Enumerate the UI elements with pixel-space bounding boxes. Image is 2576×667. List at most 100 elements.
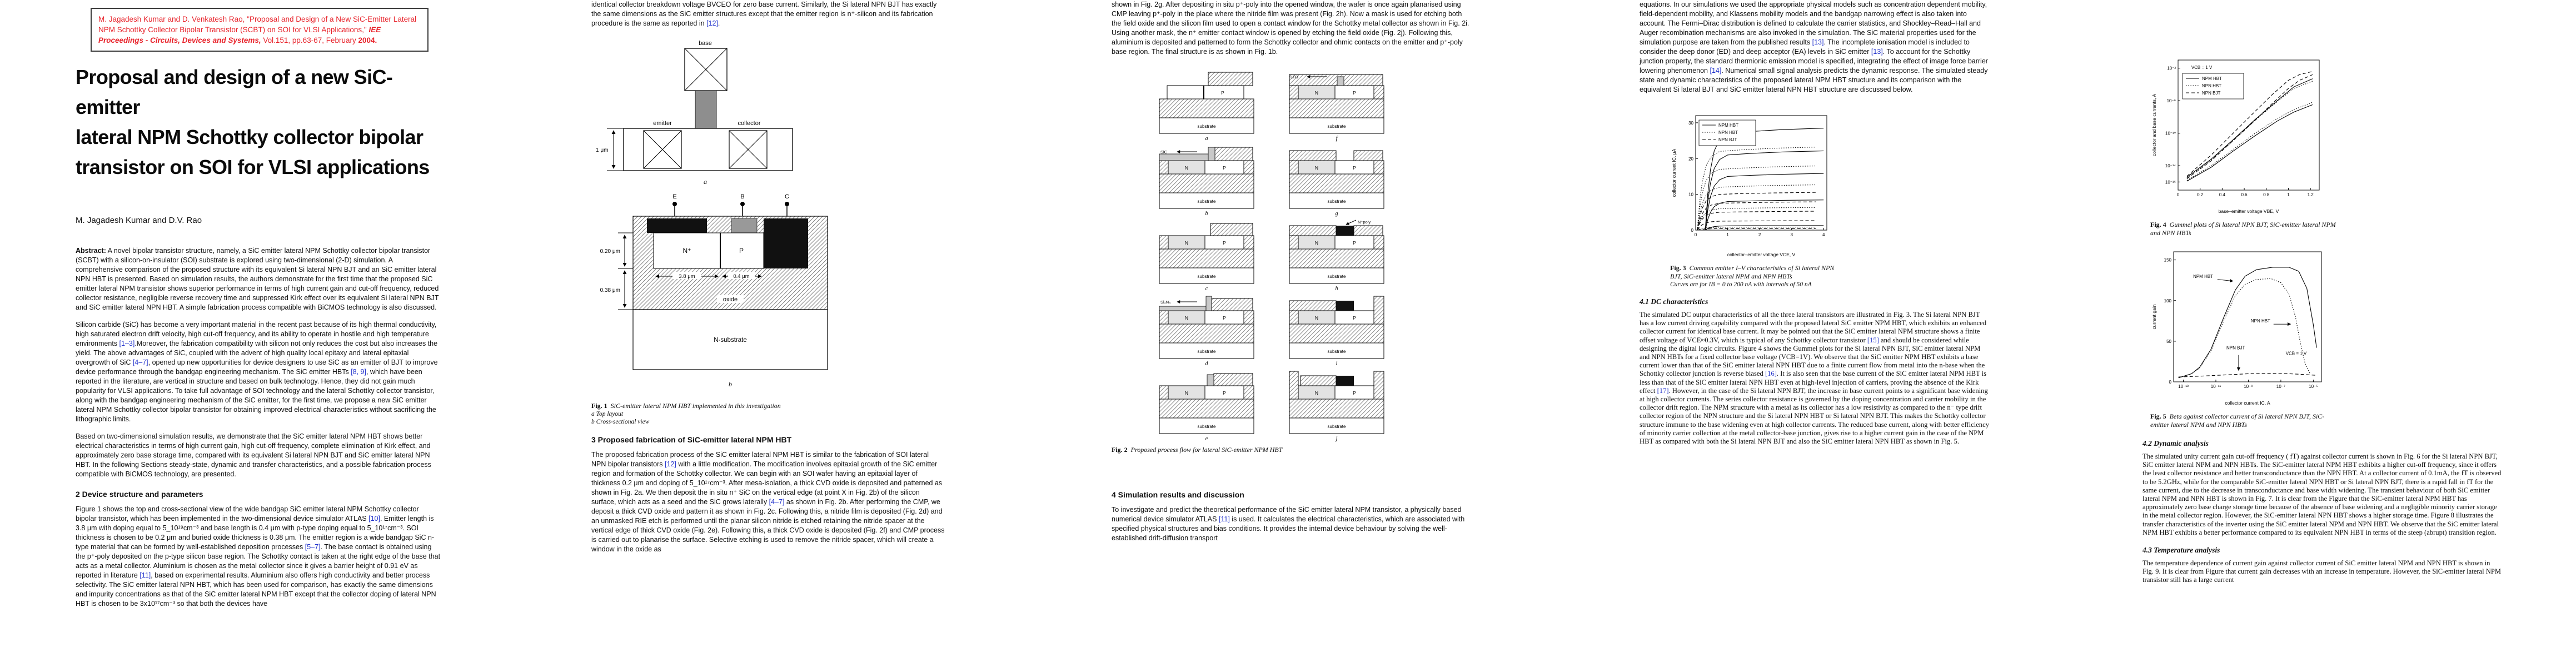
svg-text:VCB = 1 V: VCB = 1 V bbox=[2286, 351, 2307, 356]
paper-title: Proposal and design of a new SiC-emitter… bbox=[76, 62, 441, 182]
svg-text:N: N bbox=[1185, 240, 1188, 246]
svg-text:NPM HBT: NPM HBT bbox=[2193, 274, 2213, 279]
fig1b-metal-collector bbox=[764, 218, 808, 268]
fig1b-label-substrate: N-substrate bbox=[714, 337, 746, 344]
svg-text:j: j bbox=[1335, 436, 1338, 442]
svg-text:1: 1 bbox=[1726, 232, 1729, 237]
column-fig1: identical collector breakdown voltage BV… bbox=[591, 0, 945, 562]
svg-text:10: 10 bbox=[1688, 192, 1693, 197]
title-line: transistor on SOI for VLSI applications bbox=[76, 156, 430, 178]
fig1a-label-emitter: emitter bbox=[653, 120, 672, 127]
svg-text:N: N bbox=[1315, 165, 1318, 171]
svg-text:c: c bbox=[1205, 286, 1208, 292]
svg-text:30: 30 bbox=[1688, 121, 1693, 126]
svg-text:N: N bbox=[1315, 315, 1318, 321]
svg-text:collector current IC, A: collector current IC, A bbox=[2225, 400, 2270, 406]
svg-text:1: 1 bbox=[2287, 192, 2290, 197]
figure-5-caption-text: Beta against collector current of Si lat… bbox=[2150, 412, 2325, 429]
svg-text:P: P bbox=[1353, 165, 1356, 171]
svg-text:4: 4 bbox=[1822, 232, 1825, 237]
section-41-heading: 4.1 DC characteristics bbox=[1640, 297, 1708, 306]
svg-text:current gain: current gain bbox=[2151, 304, 2157, 329]
section-2-heading: 2 Device structure and parameters bbox=[76, 490, 203, 499]
section-41-paragraph: The simulated DC output characteristics … bbox=[1640, 311, 1989, 446]
svg-text:P: P bbox=[1223, 240, 1226, 246]
svg-text:P: P bbox=[1353, 240, 1356, 246]
svg-text:P: P bbox=[1353, 90, 1356, 96]
svg-text:collector current IC, μA: collector current IC, μA bbox=[1671, 148, 1677, 197]
svg-text:NPN BJT: NPN BJT bbox=[1718, 137, 1737, 142]
svg-text:N: N bbox=[1185, 390, 1188, 396]
svg-text:substrate: substrate bbox=[1328, 349, 1346, 354]
svg-text:SiC: SiC bbox=[1160, 150, 1168, 155]
figure-1-caption-text: SiC-emitter lateral NPM HBT implemented … bbox=[610, 402, 781, 410]
fig1b-emitter-contact bbox=[647, 218, 707, 233]
svg-text:1.2: 1.2 bbox=[2308, 192, 2314, 197]
svg-text:N: N bbox=[1315, 90, 1318, 96]
svg-text:0.6: 0.6 bbox=[2241, 192, 2248, 197]
citation-segment: M. Jagadesh Kumar and D. Venkatesh Rao, … bbox=[98, 15, 417, 34]
column-title-abstract: Proposal and design of a new SiC-emitter… bbox=[76, 0, 441, 616]
svg-text:100: 100 bbox=[2164, 298, 2172, 303]
fig1b-pin-B: B bbox=[740, 193, 744, 200]
authors: M. Jagadesh Kumar and D.V. Rao bbox=[76, 216, 202, 225]
figure-5-number: Fig. 5 bbox=[2150, 412, 2166, 420]
section-43-paragraph: The temperature dependence of current ga… bbox=[2142, 559, 2502, 584]
fig1a-dim-1um: 1 μm bbox=[596, 147, 608, 153]
column-fig2: shown in Fig. 2g. After depositing in si… bbox=[1112, 0, 1469, 551]
section-42-paragraph: The simulated unity current gain cut-off… bbox=[2142, 452, 2502, 536]
svg-text:substrate: substrate bbox=[1328, 274, 1346, 279]
fig1a-panel-letter: a bbox=[704, 178, 707, 186]
svg-text:LTO: LTO bbox=[1291, 74, 1298, 79]
svg-text:b: b bbox=[1205, 211, 1208, 217]
fig1a-top-layout-diagram: base emitter collector 1 μm a bbox=[596, 40, 793, 186]
svg-text:N: N bbox=[1185, 315, 1188, 321]
svg-text:P: P bbox=[1353, 390, 1356, 396]
intro-paragraph-1: Silicon carbide (SiC) has become a very … bbox=[76, 321, 438, 423]
svg-text:NPN HBT: NPN HBT bbox=[2251, 318, 2270, 323]
figure-3-caption-sub: Curves are for IB = 0 to 200 nA with int… bbox=[1670, 281, 1812, 288]
section-3-continued: shown in Fig. 2g. After depositing in si… bbox=[1112, 1, 1469, 56]
svg-text:N: N bbox=[1185, 165, 1188, 171]
figure-1-number: Fig. 1 bbox=[591, 402, 607, 410]
citation-segment: IEE Proceedings - Circuits, Devices and … bbox=[98, 26, 381, 44]
title-line: lateral NPM Schottky collector bipolar bbox=[76, 126, 423, 148]
svg-text:h: h bbox=[1336, 286, 1338, 292]
figure-4-caption-text: Gummel plots of Si lateral NPN BJT, SiC-… bbox=[2150, 221, 2336, 237]
abstract: Abstract: A novel bipolar transistor str… bbox=[76, 246, 441, 312]
svg-text:50: 50 bbox=[2166, 339, 2171, 344]
svg-text:collector and base currents, A: collector and base currents, A bbox=[2151, 94, 2157, 156]
citation-segment: 2004. bbox=[358, 36, 377, 44]
svg-text:Si₃N₄: Si₃N₄ bbox=[1160, 300, 1170, 305]
svg-text:N⁺poly: N⁺poly bbox=[1358, 220, 1371, 225]
svg-text:NPM HBT: NPM HBT bbox=[2202, 76, 2222, 81]
fig1b-label-nplus: N⁺ bbox=[683, 247, 691, 255]
fig1b-label-p: P bbox=[739, 247, 744, 255]
figure-1-caption-b: b Cross-sectional view bbox=[591, 419, 650, 425]
svg-text:NPN BJT: NPN BJT bbox=[2226, 346, 2245, 351]
svg-text:NPN HBT: NPN HBT bbox=[2202, 83, 2221, 88]
svg-text:N: N bbox=[1315, 240, 1318, 246]
fig2-panel-c: substrate N Pc bbox=[1159, 223, 1254, 292]
svg-text:10⁻¹⁶: 10⁻¹⁶ bbox=[2165, 180, 2176, 185]
fig1a-label-collector: collector bbox=[738, 120, 761, 127]
svg-text:P: P bbox=[1223, 165, 1226, 171]
section-4-heading: 4 Simulation results and discussion bbox=[1112, 490, 1244, 499]
fig1b-dim-04: 0.4 μm bbox=[733, 273, 749, 280]
svg-text:substrate: substrate bbox=[1198, 274, 1216, 279]
svg-text:base–emitter voltage VBE, V: base–emitter voltage VBE, V bbox=[2219, 208, 2279, 214]
svg-text:10⁻¹⁰: 10⁻¹⁰ bbox=[2165, 131, 2176, 136]
svg-text:10⁻⁷: 10⁻⁷ bbox=[2276, 384, 2285, 389]
figure-1-caption-a: a Top layout bbox=[591, 411, 624, 417]
svg-text:0: 0 bbox=[2177, 192, 2180, 197]
